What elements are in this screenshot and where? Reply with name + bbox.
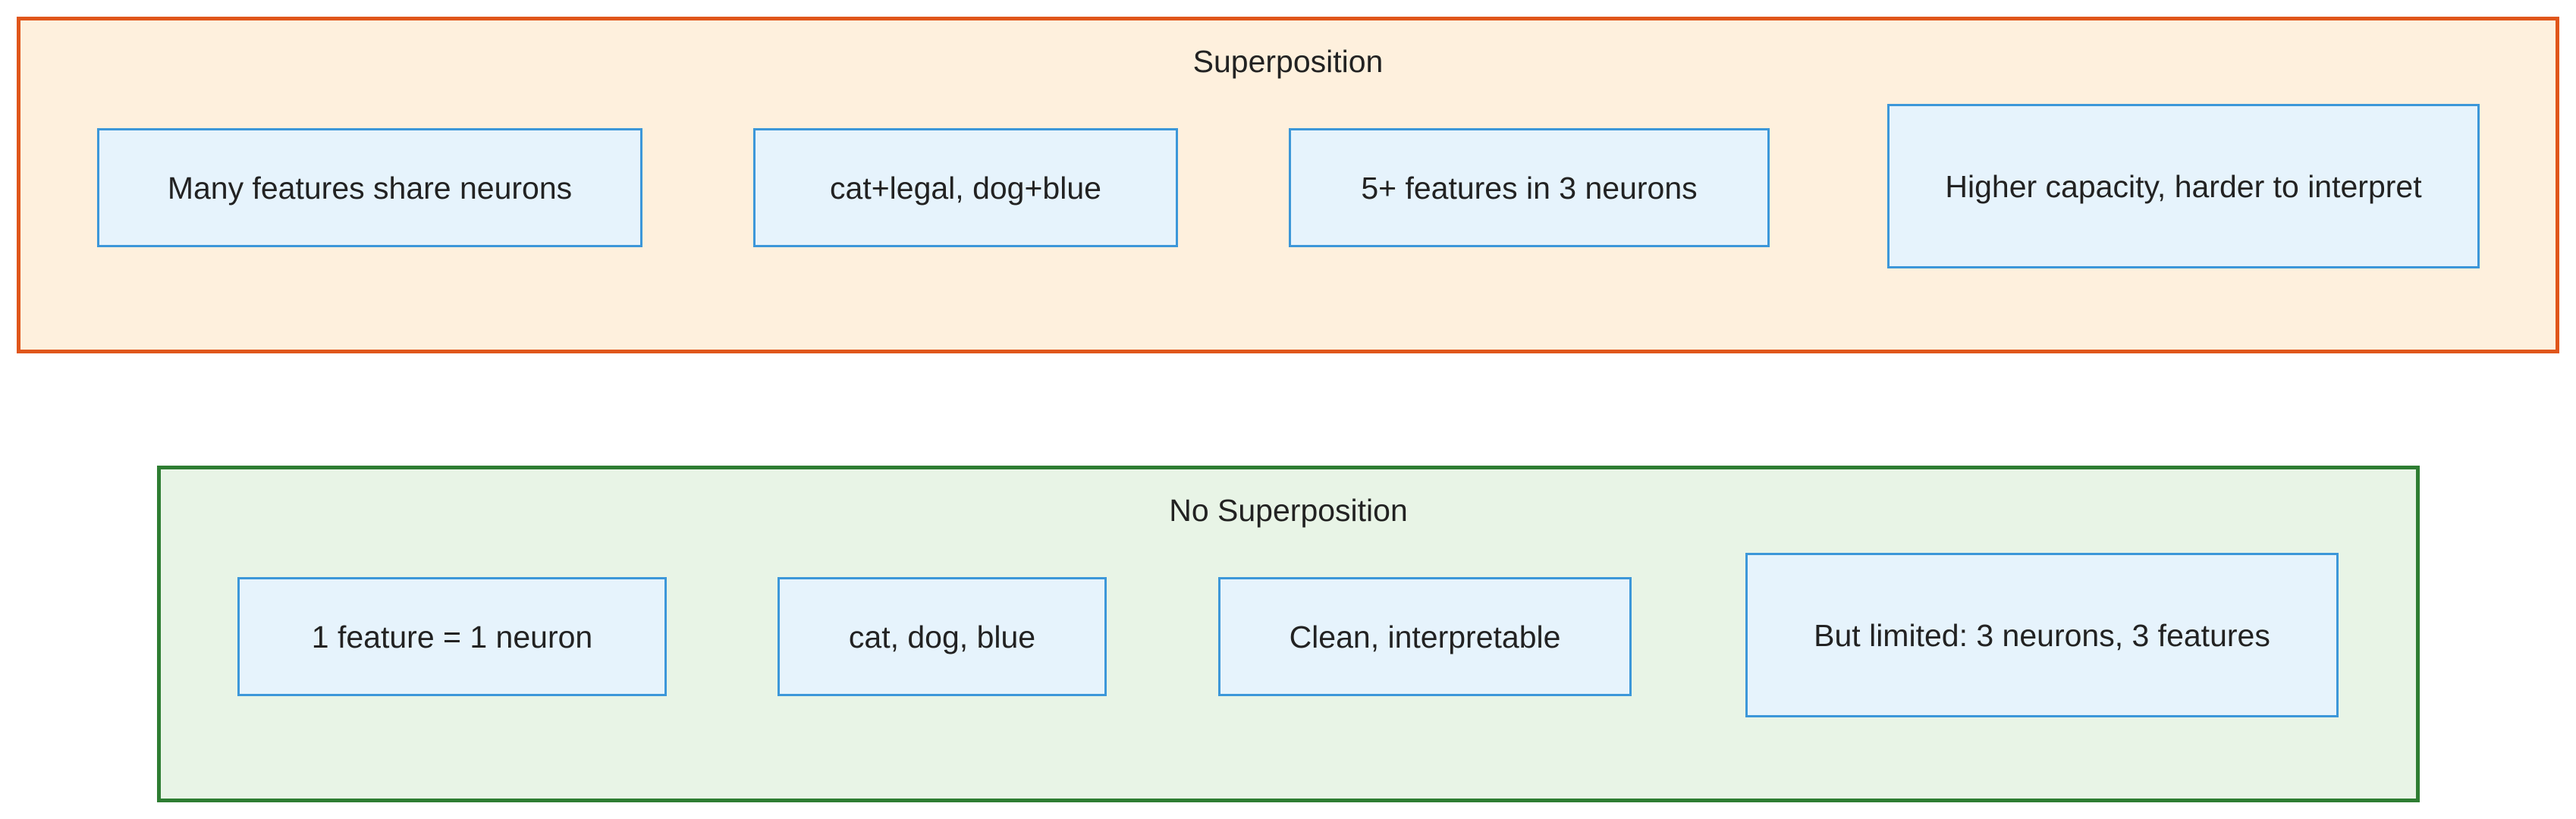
node-cat-dog-blue: cat, dog, blue [778, 577, 1107, 696]
node-many-features-share-neurons: Many features share neurons [97, 128, 642, 247]
superposition-group: Superposition Many features share neuron… [17, 17, 2559, 353]
node-5-features-in-3-neurons: 5+ features in 3 neurons [1289, 128, 1770, 247]
superposition-title: Superposition [1192, 44, 1384, 79]
no-superposition-group: No Superposition 1 feature = 1 neuron ca… [157, 466, 2420, 802]
node-cat-legal-dog-blue: cat+legal, dog+blue [753, 128, 1178, 247]
node-but-limited: But limited: 3 neurons, 3 features [1745, 553, 2339, 717]
node-clean-interpretable: Clean, interpretable [1218, 577, 1632, 696]
node-1-feature-1-neuron: 1 feature = 1 neuron [237, 577, 667, 696]
no-superposition-title: No Superposition [1169, 493, 1408, 528]
node-higher-capacity: Higher capacity, harder to interpret [1887, 104, 2480, 268]
